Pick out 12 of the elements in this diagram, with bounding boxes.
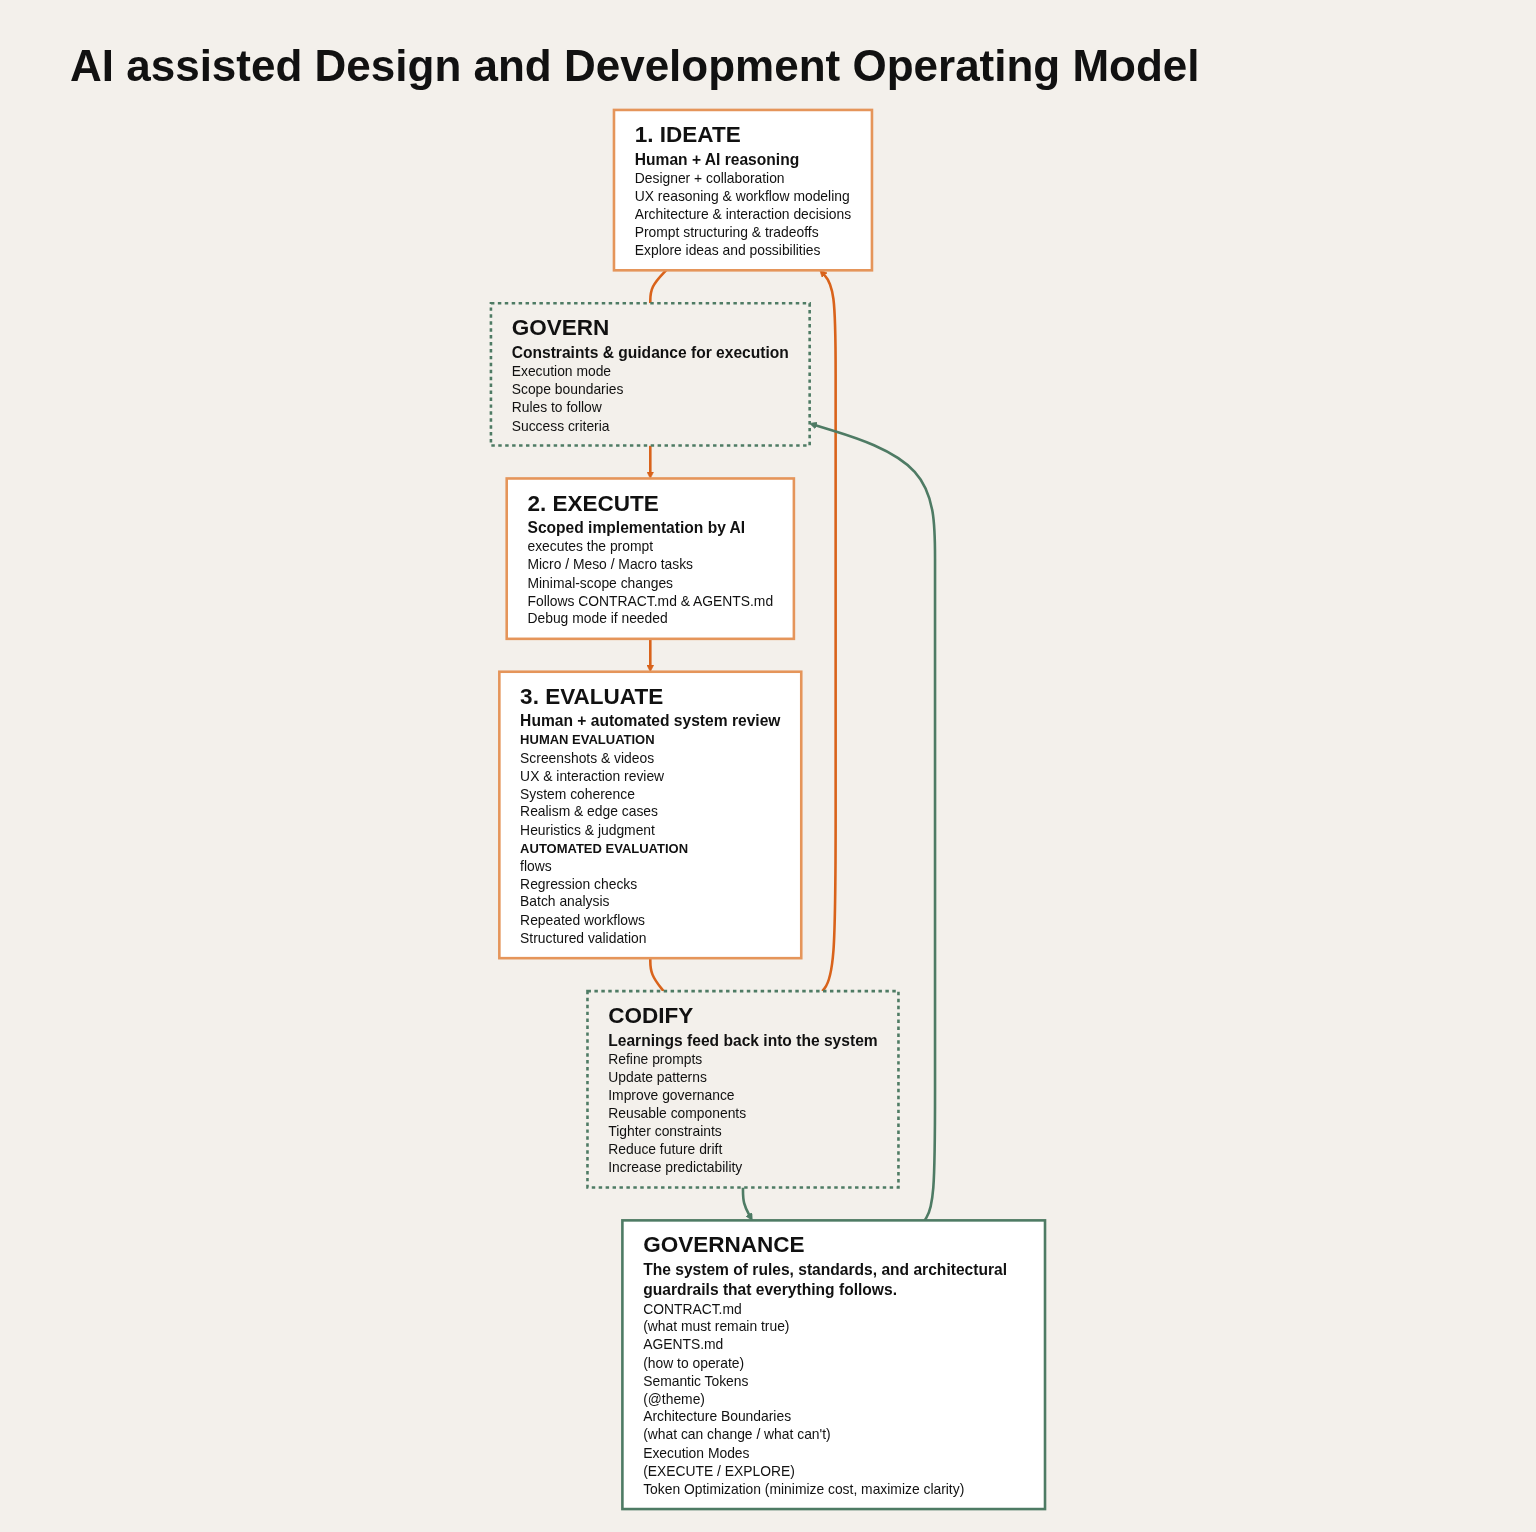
node-box <box>498 670 803 960</box>
arrow <box>809 421 937 1221</box>
arrow <box>646 638 655 672</box>
node-box <box>489 301 811 447</box>
flowchart: 1. IDEATE Human + AI reasoning Designer + collaboration UX reasoning & workflow modeling Architecture & interaction decisions Prompt structuring & tradeoffs Explore ideas and possibilities GOVERN Constraints & guidance for execution Execution mode Scope boundaries Rules to follow Success criteria 2. EXECUTE Scoped implementation by AI executes the prompt Micro / Meso / Macro tasks Minimal-scope changes Follows CONTRACT.md & AGENTS.md Debug mode if needed 3. EVALUATE Human + automated system review HUMAN EVALUATION Screenshots & videos UX & interaction review System coherence Realism & edge cases Heuristics & judgment AUTOMATED EVALUATION flows Regression checks Batch analysis Repeated workflows Structured validation CODIFY Learnings feed back into the system Refine prompts Update patterns Improve governance Reusable components Tighter constraints Reduce future drift Increase predictability GOVERNANCE The system of rules, standards, and architectural guardrails that everything follows. CONTRACT.md (what must remain true) AGENTS.md (how to operate) Semantic Tokens (@theme) Architecture Boundaries (what can change / what can't) Execution Modes (EXECUTE / EXPLORE) Token Optimization (minimize cost, maximize clarity) <box>484 102 1052 1516</box>
node-box <box>586 989 900 1189</box>
node-box <box>621 1218 1047 1511</box>
diagram-title: AI assisted Design and Development Operating Model <box>69 40 1201 92</box>
arrow <box>741 1187 753 1221</box>
node-box <box>505 476 796 640</box>
node-box <box>612 108 874 272</box>
arrow <box>646 445 655 479</box>
